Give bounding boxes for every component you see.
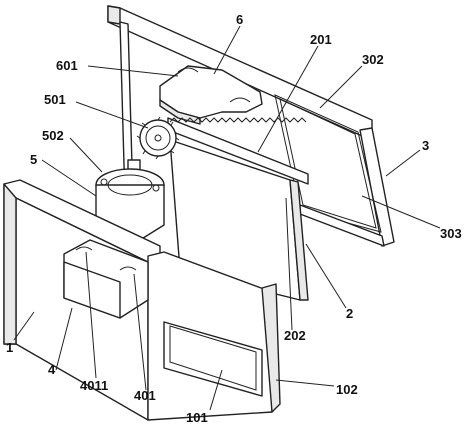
label-102: 102	[336, 382, 358, 397]
label-2: 2	[346, 306, 353, 321]
reference-labels: 6 601 201 302 501 3 502 5 303 202 2 1 4 …	[6, 12, 462, 425]
label-3: 3	[422, 138, 429, 153]
label-302: 302	[362, 52, 384, 67]
part-4-box	[63, 239, 149, 319]
label-4: 4	[48, 362, 56, 377]
label-601: 601	[56, 58, 78, 73]
leader-lines	[13, 25, 441, 411]
part-102-front-frame	[147, 251, 281, 421]
label-6: 6	[236, 12, 243, 27]
label-202: 202	[284, 328, 306, 343]
label-4011: 4011	[80, 378, 108, 393]
label-401: 401	[134, 388, 156, 403]
label-101: 101	[186, 410, 208, 425]
label-501: 501	[44, 92, 66, 107]
label-5: 5	[30, 152, 37, 167]
label-1: 1	[6, 340, 13, 355]
label-502: 502	[42, 128, 64, 143]
label-303: 303	[440, 226, 462, 241]
part-2-sliding-plate	[167, 117, 309, 301]
label-201: 201	[310, 32, 332, 47]
